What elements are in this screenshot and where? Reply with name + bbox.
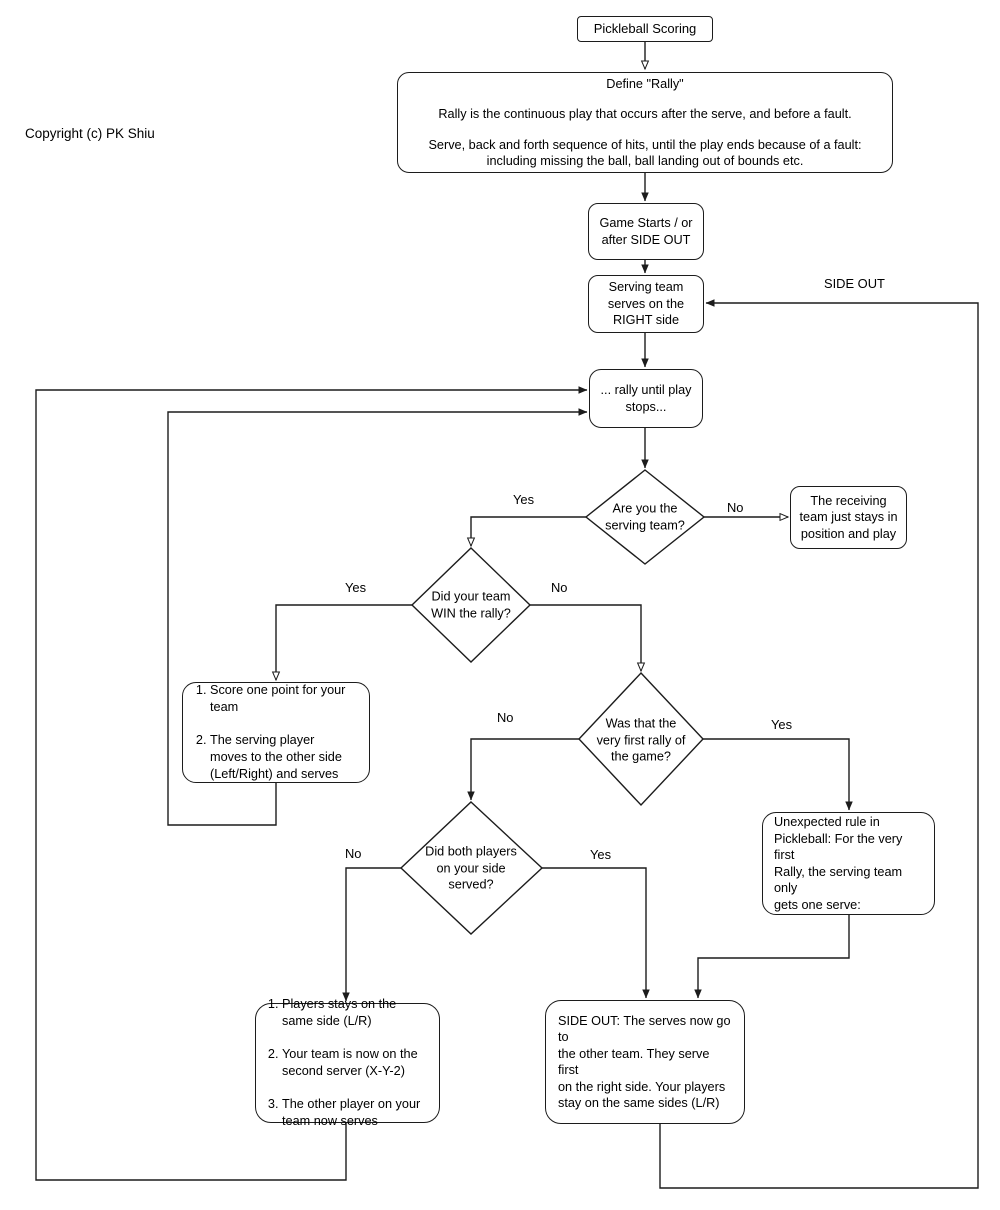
score-point-item: Score one point for your team <box>210 682 345 716</box>
node-serving-right: Serving team serves on the RIGHT side <box>588 275 704 333</box>
edge-label-q1-no: No <box>727 500 744 515</box>
node-unexpected-rule: Unexpected rule in Pickleball: For the v… <box>762 812 935 915</box>
edge-q3-no <box>467 738 579 801</box>
edge-playersstay-loop <box>35 386 588 1181</box>
node-score-point: Score one point for your team The servin… <box>182 682 370 783</box>
edge-q2-yes <box>271 604 412 682</box>
diamond-are-you-serving <box>584 469 706 565</box>
diamond-label-did-you-win: Did your team WIN the rally? <box>431 589 511 621</box>
edge-label-q4-yes: Yes <box>590 847 612 862</box>
node-players-stay: Players stays on the same side (L/R) You… <box>255 997 440 1128</box>
node-rally-until-stops: ... rally until play stops... <box>589 369 703 428</box>
edge-q4-yes <box>542 867 650 999</box>
edge-q1-yes <box>466 516 586 548</box>
edge-label-q2-yes: Yes <box>345 580 367 595</box>
edge-label-q3-no: No <box>497 710 514 725</box>
node-game-starts: Game Starts / or after SIDE OUT <box>588 203 704 260</box>
edge-label-q3-yes: Yes <box>771 717 793 732</box>
edge-score-loop <box>167 408 588 826</box>
players-stay-item: Players stays on the same side (L/R) <box>282 996 420 1030</box>
node-receiving-team: The receiving team just stays in positio… <box>790 486 907 549</box>
players-stay-list: Players stays on the same side (L/R) You… <box>265 980 420 1147</box>
diamond-did-you-win <box>410 547 532 663</box>
edge-sideout-return <box>659 299 979 1189</box>
players-stay-item: The other player on your team now serves <box>282 1096 420 1130</box>
node-side-out: SIDE OUT: The serves now go to the other… <box>545 1000 745 1124</box>
edge-label-q2-no: No <box>551 580 568 595</box>
edge-q3-yes <box>703 738 853 811</box>
edge-label-q1-yes: Yes <box>513 492 535 507</box>
edge-q2-no <box>530 604 646 673</box>
players-stay-item: Your team is now on the second server (X… <box>282 1046 420 1080</box>
edge-q4-no <box>342 867 401 1002</box>
edge-label-q4-no: No <box>345 846 362 861</box>
edge-unexpected-to-sideout <box>694 915 850 999</box>
define-rally-paragraph-2: Serve, back and forth sequence of hits, … <box>428 137 862 169</box>
diamond-first-rally <box>578 671 704 807</box>
diamond-both-served <box>399 801 544 935</box>
copyright-text: Copyright (c) PK Shiu <box>25 126 155 141</box>
node-define-rally: Define "Rally" Rally is the continuous p… <box>397 72 893 173</box>
diamond-label-are-you-serving: Are you the serving team? <box>605 501 685 533</box>
define-rally-paragraph-1: Rally is the continuous play that occurs… <box>438 107 852 121</box>
edge-label-side-out-return: SIDE OUT <box>824 276 885 291</box>
score-point-item: The serving player moves to the other si… <box>210 732 345 782</box>
diamond-label-first-rally: Was that the very first rally of the gam… <box>596 716 686 764</box>
define-rally-heading: Define "Rally" <box>606 76 684 91</box>
node-title: Pickleball Scoring <box>577 16 713 42</box>
diamond-label-both-served: Did both players on your side served? <box>425 844 517 892</box>
score-point-list: Score one point for your team The servin… <box>193 666 345 799</box>
